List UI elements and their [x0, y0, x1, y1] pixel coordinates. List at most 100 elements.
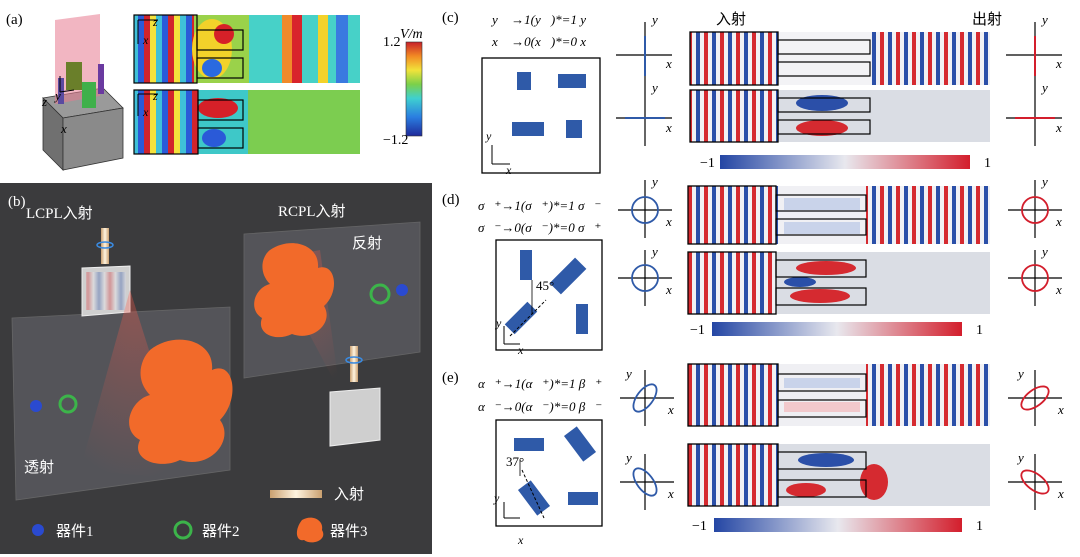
- svg-text:x: x: [667, 402, 674, 417]
- svg-text:x: x: [665, 120, 672, 135]
- svg-text:x: x: [1057, 486, 1064, 501]
- d-cb-min: −1: [690, 323, 705, 338]
- c-colorbar: [720, 155, 970, 169]
- incident-legend-swatch: [270, 490, 322, 498]
- e-cb-min: −1: [692, 519, 707, 534]
- svg-text:x: x: [1055, 214, 1062, 229]
- panel-b-label: (b): [8, 194, 26, 210]
- svg-text:y: y: [1016, 366, 1024, 381]
- axis-label-z: z: [41, 94, 47, 109]
- d-output-polarization-minus: y x: [1008, 174, 1062, 238]
- reflect-label: 反射: [352, 235, 382, 252]
- c-output-polarization-y: y x: [1006, 12, 1062, 86]
- field-map-top: x z: [133, 14, 360, 84]
- c-cb-max: 1: [984, 156, 991, 171]
- colorbar-a-unit: V/m: [400, 27, 423, 42]
- svg-text:y: y: [1040, 174, 1048, 189]
- svg-text:x: x: [665, 214, 672, 229]
- svg-text:y: y: [1016, 450, 1024, 465]
- d-field-map-bottom: [687, 251, 990, 315]
- svg-text:y: y: [1040, 244, 1048, 259]
- incident-beam-left: [101, 228, 109, 264]
- svg-text:y: y: [1040, 80, 1048, 95]
- d-field-map-top: [687, 185, 990, 245]
- panel-c: (c) y⃗ →1(y⃗)*=1 y⃗ x⃗ →0(x⃗)*=0 x⃗ y x …: [442, 10, 1062, 177]
- device1-spot: [30, 400, 42, 412]
- metasurface-device-right: [329, 387, 381, 447]
- phoenix-pattern-reflect: [254, 243, 335, 338]
- e-eq1: α⃗⁺→1(α⃗⁺)*=1 β⃗⁺: [478, 376, 602, 391]
- phoenix-pattern-transmit: [129, 339, 233, 464]
- colorbar-a-max: 1.2: [383, 35, 401, 50]
- e-eq2: α⃗⁻→0(α⃗⁻)*=0 β⃗⁻: [478, 399, 602, 414]
- legend-device3-label: 器件3: [330, 523, 368, 540]
- svg-text:x: x: [667, 486, 674, 501]
- device2-ring-reflect: [369, 283, 391, 305]
- c-output-polarization-x: y x: [1006, 80, 1062, 146]
- panel-b: (b) LCPL入射 RCPL入射 反射 透射 入射 器件1 器件2 器件3: [0, 183, 432, 554]
- c-incident-label: 入射: [716, 10, 746, 28]
- d-output-polarization-plus: y x: [1008, 244, 1062, 306]
- c-input-polarization-x: y x: [616, 80, 672, 146]
- incident-legend-label: 入射: [334, 486, 364, 503]
- svg-text:y: y: [485, 129, 492, 143]
- c-field-map-bottom: [689, 89, 990, 143]
- device-3d-illustration: z y x: [41, 14, 124, 171]
- svg-text:y: y: [495, 316, 502, 330]
- e-output-polarization-plus: y x: [1008, 366, 1064, 426]
- c-output-label: 出射: [972, 10, 1002, 28]
- legend-device2-icon: [173, 520, 193, 540]
- field-map-bottom: x z: [133, 89, 360, 155]
- e-field-map-top: [687, 363, 990, 427]
- svg-text:y: y: [650, 244, 658, 259]
- e-output-polarization-minus: y x: [1008, 450, 1064, 510]
- svg-text:y: y: [624, 366, 632, 381]
- e-cb-max: 1: [976, 519, 983, 534]
- svg-text:y: y: [650, 174, 658, 189]
- svg-text:z: z: [152, 89, 158, 103]
- e-unitcell: [495, 419, 603, 527]
- svg-text:y: y: [650, 12, 658, 27]
- e-input-polarization-plus: y x: [620, 366, 674, 426]
- d-input-polarization-minus: y x: [618, 244, 672, 306]
- svg-text:x: x: [1055, 56, 1062, 71]
- panel-d: (d) σ⃗⁺→1(σ⃗⁺)*=1 σ⃗⁻ σ⃗⁻→0(σ⃗⁻)*=0 σ⃗⁺ …: [442, 174, 1062, 357]
- axis-label-y: y: [53, 88, 61, 103]
- d-cb-max: 1: [976, 323, 983, 338]
- svg-text:y: y: [624, 450, 632, 465]
- svg-text:y: y: [650, 80, 658, 95]
- colorbar-a: 1.2 −1.2 V/m: [383, 27, 423, 148]
- panel-e-label: (e): [442, 370, 459, 386]
- svg-text:x: x: [517, 533, 524, 547]
- e-field-map-bottom: [687, 443, 990, 507]
- panel-c-label: (c): [442, 10, 459, 26]
- c-eq1: y⃗ →1(y⃗)*=1 y⃗: [490, 12, 596, 27]
- svg-text:y: y: [493, 491, 500, 505]
- svg-text:x: x: [1055, 282, 1062, 297]
- c-field-map-top: [689, 31, 990, 86]
- svg-text:x: x: [142, 33, 149, 47]
- device2-ring: [58, 394, 78, 414]
- e-angle: 37°: [506, 454, 524, 469]
- svg-text:x: x: [505, 163, 512, 177]
- colorbar-a-min: −1.2: [383, 133, 408, 148]
- legend-device1-label: 器件1: [56, 523, 94, 540]
- incident-beam-right: [350, 346, 358, 382]
- c-input-polarization-y: y x: [616, 12, 672, 86]
- rcpl-label: RCPL入射: [278, 203, 346, 220]
- e-colorbar: [714, 518, 962, 532]
- svg-text:y: y: [1040, 12, 1048, 27]
- d-eq2: σ⃗⁻→0(σ⃗⁻)*=0 σ⃗⁺: [478, 220, 601, 235]
- svg-text:x: x: [142, 105, 149, 119]
- c-cb-min: −1: [700, 156, 715, 171]
- panel-d-label: (d): [442, 192, 460, 208]
- d-input-polarization-plus: y x: [618, 174, 672, 238]
- panel-a: (a) z y x: [6, 12, 423, 171]
- legend-device3-icon: [296, 517, 324, 543]
- panel-a-label: (a): [6, 12, 23, 28]
- svg-text:x: x: [665, 56, 672, 71]
- svg-text:x: x: [665, 282, 672, 297]
- device1-spot-reflect: [396, 284, 408, 296]
- axis-label-x: x: [60, 121, 67, 136]
- e-input-polarization-minus: y x: [620, 450, 674, 510]
